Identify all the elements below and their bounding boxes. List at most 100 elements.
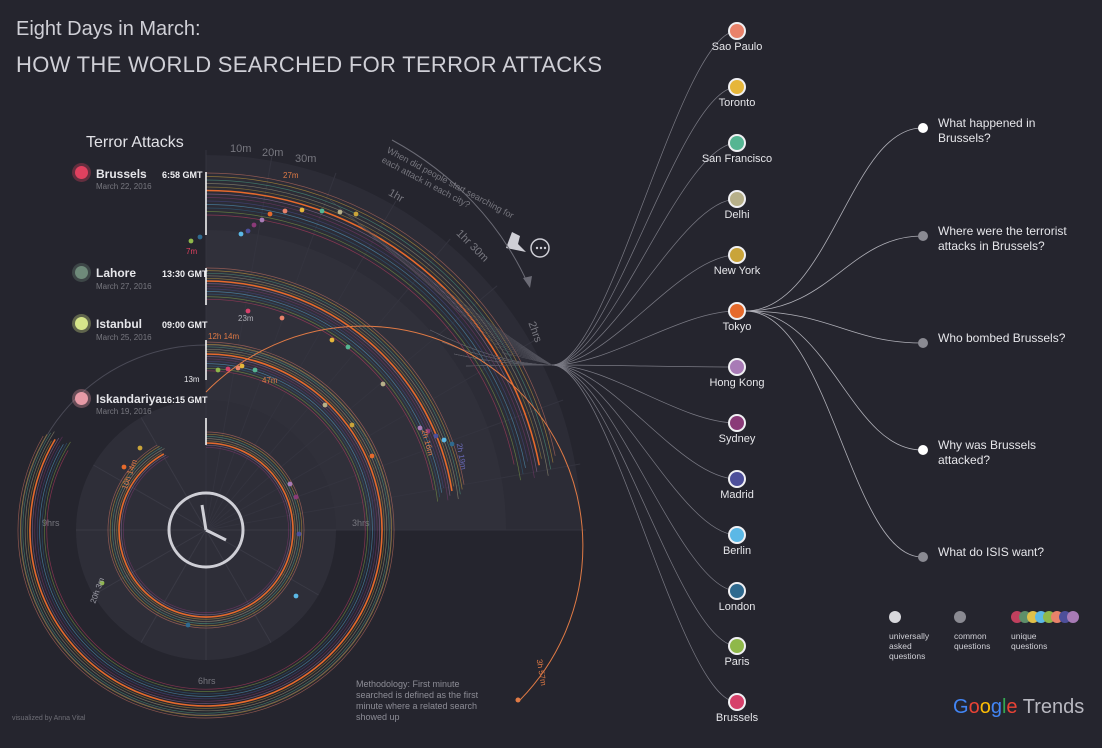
attack-date: March 22, 2016 (96, 182, 152, 191)
city-label: San Francisco (701, 153, 773, 165)
search-arc (205, 200, 529, 462)
search-arc (46, 370, 366, 690)
city-dot (730, 192, 744, 206)
search-dot (245, 228, 251, 234)
search-dot (425, 428, 431, 434)
search-dot (197, 234, 203, 240)
search-arc (205, 298, 434, 490)
attack-time: 13:30 GMT (162, 269, 208, 279)
attacks-heading: Terror Attacks (86, 134, 184, 151)
attack-name: Iskandariya (96, 392, 163, 406)
attack-time: 16:15 GMT (162, 395, 208, 405)
city-label: Hong Kong (709, 377, 765, 389)
search-dot (99, 580, 105, 586)
search-dot (345, 344, 351, 350)
arc-label-7m: 7m (186, 247, 198, 256)
tick-20m: 20m (262, 147, 284, 159)
converge-line (329, 199, 553, 366)
attack-date: March 25, 2016 (96, 333, 152, 342)
tick-10m: 10m (230, 143, 252, 155)
attack-name: Lahore (96, 266, 137, 280)
search-arc (41, 365, 371, 695)
search-dot (380, 381, 386, 387)
city-dot (730, 472, 744, 486)
attack-date: March 27, 2016 (96, 282, 152, 291)
legend-dot-common (954, 611, 966, 623)
search-arc (205, 211, 521, 481)
converge-line (455, 307, 553, 366)
search-dot (293, 593, 299, 599)
search-dot (245, 308, 251, 314)
attack-time: 6:58 GMT (162, 170, 203, 180)
search-arc (205, 214, 515, 465)
search-arc (205, 179, 552, 470)
legend-label-common: common questions (954, 631, 991, 651)
question-text: Why was Brussels attacked? (938, 438, 1037, 467)
city-label: Delhi (724, 209, 750, 221)
question-connection-lines (744, 127, 923, 558)
search-arc (205, 186, 542, 459)
search-arc (36, 360, 376, 700)
converge-line (483, 331, 553, 366)
search-arc (205, 275, 459, 500)
question-dot (918, 552, 928, 562)
city-line (551, 198, 738, 366)
search-arc (205, 283, 451, 496)
search-arc (123, 447, 289, 613)
question-text: What happened in Brussels? (938, 116, 1036, 145)
search-arc (109, 433, 303, 627)
city-label: Sydney (718, 433, 756, 445)
city-label: Paris (724, 656, 750, 668)
clock-icon (167, 491, 245, 569)
city-dot (730, 136, 744, 150)
search-dot (337, 209, 343, 215)
search-dot (225, 366, 231, 372)
attack-time: 09:00 GMT (162, 320, 208, 330)
city-label: Tokyo (722, 321, 752, 333)
long-arc-dot (515, 697, 521, 703)
search-dot (235, 365, 241, 371)
converge-line (371, 235, 553, 366)
clock-grid-line (93, 529, 207, 596)
city-dot (730, 360, 744, 374)
clock-grid-line (93, 464, 207, 531)
brand-google: Google (953, 696, 1018, 718)
city-line (551, 364, 738, 368)
search-dot (417, 425, 423, 431)
search-arc (205, 291, 443, 493)
search-arc (39, 363, 373, 697)
brand-letter: o (968, 696, 980, 718)
tick-6hrs: 6hrs (198, 676, 216, 686)
city-dot (730, 304, 744, 318)
city-dot (730, 639, 744, 653)
question-line (744, 310, 923, 344)
attack-date: March 19, 2016 (96, 407, 152, 416)
search-arc (24, 348, 388, 712)
search-dots (99, 207, 455, 628)
search-dot (449, 441, 455, 447)
search-arc (20, 344, 392, 716)
arrow-head (523, 276, 532, 288)
radial-grid-line (205, 238, 451, 531)
search-arc (205, 172, 556, 456)
search-dot (349, 422, 355, 428)
city-line (551, 364, 738, 592)
brand-letter: e (1006, 696, 1018, 718)
question-line (744, 310, 923, 451)
clock-grid-line (140, 529, 207, 643)
search-dot (259, 217, 265, 223)
search-arc (205, 197, 535, 479)
brand-letter: G (953, 696, 969, 718)
city-dot (730, 248, 744, 262)
search-arc (205, 278, 455, 487)
search-dot (251, 222, 257, 228)
search-dot (369, 453, 375, 459)
search-dot (433, 433, 439, 439)
search-dot (137, 445, 143, 451)
search-arc (205, 288, 444, 489)
city-label: Madrid (720, 489, 754, 501)
brand-trends: Trends (1022, 696, 1085, 718)
search-arc (205, 204, 526, 468)
